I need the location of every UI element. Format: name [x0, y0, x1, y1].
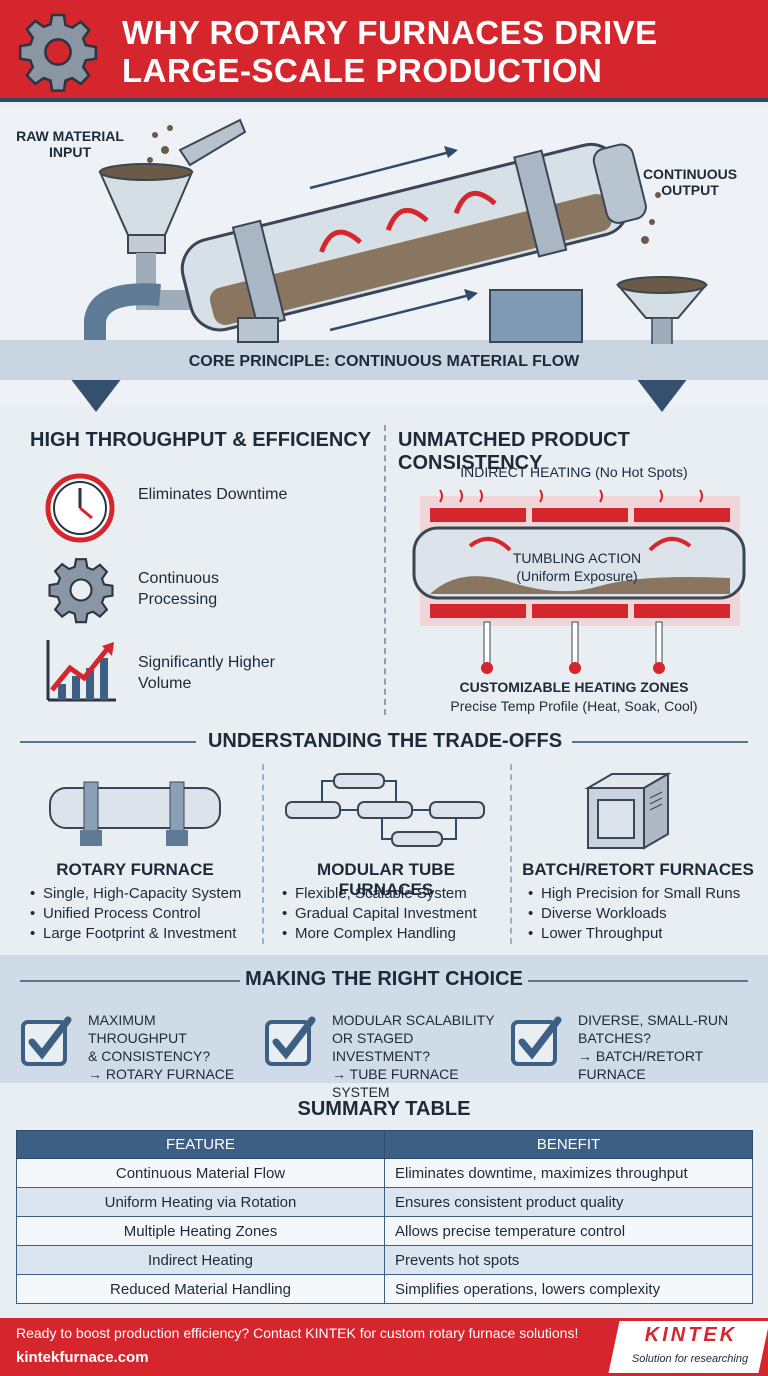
- footer-cta: Ready to boost production efficiency? Co…: [16, 1325, 579, 1341]
- divider-right: [528, 980, 748, 982]
- choice-line: & CONSISTENCY?: [88, 1048, 211, 1064]
- summary-table: FEATURE BENEFIT Continuous Material Flow…: [16, 1130, 753, 1304]
- feature-eliminates-downtime: Eliminates Downtime: [138, 486, 288, 503]
- table-cell: Prevents hot spots: [384, 1245, 753, 1275]
- core-principle-text: CORE PRINCIPLE: CONTINUOUS MATERIAL FLOW: [188, 353, 580, 370]
- modular-tube-icon: [285, 773, 485, 847]
- table-cell: Ensures consistent product quality: [384, 1187, 753, 1217]
- rotary-furnace-icon: [49, 781, 221, 846]
- bullet: Flexible, Scalable System: [282, 884, 508, 904]
- gear-icon: [48, 558, 114, 624]
- choice-batch: DIVERSE, SMALL-RUN BATCHES? → BATCH/RETO…: [578, 1011, 764, 1083]
- choice-tube: MODULAR SCALABILITY OR STAGED INVESTMENT…: [332, 1011, 508, 1101]
- page-title: WHY ROTARY FURNACES DRIVE LARGE-SCALE PR…: [122, 14, 658, 89]
- heating-zones-title: CUSTOMIZABLE HEATING ZONES: [459, 679, 689, 695]
- table-cell: Uniform Heating via Rotation: [16, 1187, 385, 1217]
- column-header: BENEFIT: [384, 1130, 753, 1159]
- table-header-row: FEATURE BENEFIT: [16, 1130, 753, 1159]
- table-cell: Simplifies operations, lowers complexity: [384, 1274, 753, 1304]
- bullet: Large Footprint & Investment: [30, 924, 262, 944]
- rotary-title: ROTARY FURNACE: [56, 860, 214, 879]
- heated-drum-illustration: [412, 489, 746, 674]
- heating-zones-subtitle: Precise Temp Profile (Heat, Soak, Cool): [450, 698, 698, 714]
- table-cell: Allows precise temperature control: [384, 1216, 753, 1246]
- clock-icon: [45, 473, 115, 543]
- divider-left: [20, 741, 196, 743]
- column-divider-2: [510, 764, 512, 944]
- throughput-title: HIGH THROUGHPUT & EFFICIENCY: [30, 429, 372, 451]
- tumbling-action-label: TUMBLING ACTION (Uniform Exposure): [512, 550, 642, 584]
- table-cell: Continuous Material Flow: [16, 1158, 385, 1188]
- checkbox-icon: [21, 1016, 72, 1066]
- bullet: Unified Process Control: [30, 904, 262, 924]
- checkbox-icon: [511, 1016, 562, 1066]
- batch-title: BATCH/RETORT FURNACES: [522, 860, 754, 879]
- choice-line: MODULAR SCALABILITY: [332, 1012, 495, 1028]
- growth-chart-icon: [46, 640, 116, 702]
- feature-higher-volume: Significantly Higher Volume: [138, 654, 275, 692]
- choice-title: MAKING THE RIGHT CHOICE: [245, 968, 523, 990]
- consistency-title: UNMATCHED PRODUCT CONSISTENCY: [398, 429, 630, 474]
- choice-line: → TUBE FURNACE SYSTEM: [332, 1066, 459, 1100]
- bullet: More Complex Handling: [282, 924, 508, 944]
- batch-bullets: High Precision for Small Runs Diverse Wo…: [528, 884, 760, 944]
- table-row: Indirect Heating Prevents hot spots: [16, 1245, 753, 1275]
- table-row: Reduced Material Handling Simplifies ope…: [16, 1274, 753, 1304]
- column-header: FEATURE: [16, 1130, 385, 1159]
- choice-line: → BATCH/RETORT FURNACE: [578, 1048, 703, 1082]
- table-cell: Multiple Heating Zones: [16, 1216, 385, 1246]
- divider-left: [20, 980, 240, 982]
- rotary-bullets: Single, High-Capacity System Unified Pro…: [30, 884, 262, 944]
- divider-right: [572, 741, 748, 743]
- choice-line: MAXIMUM THROUGHPUT: [88, 1012, 187, 1046]
- section-divider: [384, 425, 386, 715]
- table-cell: Indirect Heating: [16, 1245, 385, 1275]
- column-divider-1: [262, 764, 264, 944]
- table-row: Continuous Material Flow Eliminates down…: [16, 1158, 753, 1188]
- table-row: Uniform Heating via Rotation Ensures con…: [16, 1187, 753, 1217]
- bullet: Diverse Workloads: [528, 904, 760, 924]
- bullet: Single, High-Capacity System: [30, 884, 262, 904]
- output-label: CONTINUOUS OUTPUT: [642, 166, 738, 198]
- choice-line: → ROTARY FURNACE: [88, 1066, 235, 1082]
- choice-line: OR STAGED INVESTMENT?: [332, 1030, 431, 1064]
- choice-rotary: MAXIMUM THROUGHPUT & CONSISTENCY? → ROTA…: [88, 1011, 258, 1083]
- modular-bullets: Flexible, Scalable System Gradual Capita…: [282, 884, 508, 944]
- bullet: High Precision for Small Runs: [528, 884, 760, 904]
- batch-retort-icon: [584, 772, 672, 850]
- table-cell: Reduced Material Handling: [16, 1274, 385, 1304]
- tradeoffs-title: UNDERSTANDING THE TRADE-OFFS: [207, 730, 563, 752]
- core-principle-band: [0, 344, 768, 380]
- raw-material-label: RAW MATERIAL INPUT: [16, 128, 124, 160]
- feature-continuous-processing: Continuous Processing: [138, 570, 219, 608]
- logo-tagline: Solution for researching: [631, 1353, 749, 1365]
- gear-icon: [18, 13, 98, 92]
- choice-line: BATCHES?: [578, 1030, 651, 1046]
- table-cell: Eliminates downtime, maximizes throughpu…: [384, 1158, 753, 1188]
- footer-url-link[interactable]: kintekfurnace.com: [16, 1349, 149, 1366]
- logo-text: KINTEK: [644, 1324, 738, 1346]
- indirect-heating-label: INDIRECT HEATING (No Hot Spots): [460, 464, 688, 480]
- header-banner: [0, 0, 768, 102]
- rotary-furnace-illustration: [0, 118, 768, 412]
- bullet: Gradual Capital Investment: [282, 904, 508, 924]
- choice-panel: [0, 955, 768, 1083]
- table-row: Multiple Heating Zones Allows precise te…: [16, 1216, 753, 1246]
- choice-line: DIVERSE, SMALL-RUN: [578, 1012, 729, 1028]
- checkbox-icon: [265, 1016, 316, 1066]
- bullet: Lower Throughput: [528, 924, 760, 944]
- summary-title: SUMMARY TABLE: [297, 1098, 471, 1120]
